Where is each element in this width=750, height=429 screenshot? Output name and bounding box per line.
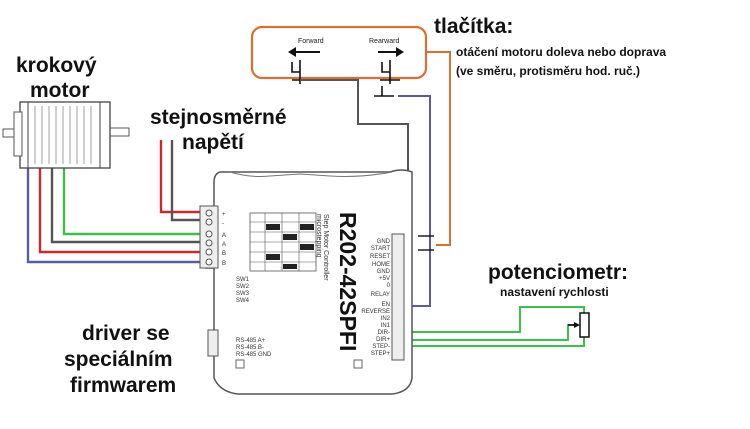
- rs485-b-label: RS-485 B-: [236, 345, 264, 351]
- pin-step-minus: STEP-: [372, 344, 390, 350]
- rs485-a-label: RS-485 A+: [236, 338, 266, 344]
- sw1-label: SW1: [236, 277, 250, 283]
- pin-in2: IN2: [381, 316, 391, 322]
- motor-wire-blue: [26, 168, 206, 264]
- pin-step-plus: STEP+: [371, 351, 391, 357]
- pin-5v: +5V: [379, 276, 390, 282]
- pin-gnd-2: GND: [377, 269, 391, 275]
- pin-minus: -: [222, 221, 224, 227]
- potentiometer-symbol: [568, 312, 590, 338]
- stepper-motor: [2, 101, 130, 169]
- pin-a1: A: [222, 233, 226, 239]
- driver-label-line3: firmwarem: [70, 374, 176, 397]
- sw3-label: SW3: [236, 291, 250, 297]
- right-pin-labels: GND START RESET HOME GND +5V 0 RELAY EN …: [361, 239, 390, 357]
- driver-label-line1: driver se: [82, 322, 170, 345]
- sw2-label: SW2: [236, 284, 250, 290]
- supply-label-line2: napětí: [182, 131, 245, 154]
- rearward-arrow-icon: [378, 47, 404, 57]
- device-microstepping-label: microstepping: [315, 214, 322, 258]
- pin-home: HOME: [372, 262, 390, 268]
- pin-b1: B: [222, 251, 226, 257]
- pin-relay: RELAY: [371, 292, 390, 298]
- motor-label-line2: motor: [30, 79, 90, 102]
- buttons-desc-line1: otáčení motoru doleva nebo doprava: [456, 45, 666, 59]
- device-model-name: R202-42SPFI: [335, 212, 361, 351]
- rs485-labels: RS-485 A+ RS-485 B- RS-485 GND: [236, 338, 272, 358]
- pot-wire-top: [406, 306, 585, 333]
- motor-label-line1: krokový: [16, 54, 97, 77]
- pin-zero: 0: [387, 283, 391, 289]
- sw4-label: SW4: [236, 298, 250, 304]
- buttons-title: tlačítka:: [434, 15, 513, 38]
- rearward-button-label: Rearward: [369, 38, 399, 45]
- supply-label-line1: stejnosměrné: [150, 106, 287, 129]
- switch-labels: SW1 SW2 SW3 SW4: [236, 277, 250, 304]
- reverse-wire: [398, 95, 431, 307]
- pin-gnd-1: GND: [377, 239, 391, 245]
- contact-symbol: [418, 235, 434, 251]
- forward-button-label: Forward: [298, 38, 324, 45]
- rearward-pushbutton-symbol: [374, 60, 400, 97]
- buttons-desc-line2: (ve směru, protisměru hod. ruč.): [456, 64, 640, 78]
- pin-reset: RESET: [370, 254, 390, 260]
- driver-device: [199, 169, 413, 395]
- pin-reverse: REVERSE: [361, 309, 390, 315]
- pin-b2: B: [222, 261, 226, 267]
- pin-start: START: [371, 246, 390, 252]
- supply-plus-wire: [159, 140, 206, 214]
- pot-desc: nastavení rychlosti: [500, 285, 609, 299]
- start-wire: [426, 51, 451, 246]
- button-common-wire: [300, 79, 409, 214]
- forward-arrow-icon: [288, 47, 320, 57]
- pin-plus: +: [222, 212, 226, 218]
- pin-dir-minus: DIR-: [378, 330, 390, 336]
- motor-wire-green: [62, 168, 206, 236]
- pin-a2: A: [222, 242, 226, 248]
- pot-wire-bottom: [406, 336, 585, 347]
- motor-wire-red: [38, 168, 206, 254]
- supply-minus-wire: [170, 140, 206, 222]
- motor-wire-black: [50, 168, 206, 244]
- pin-en: EN: [382, 302, 390, 308]
- driver-label-line2: speciálním: [64, 348, 173, 371]
- pin-in1: IN1: [381, 323, 391, 329]
- device-subtitle: Step Motor Controller: [322, 214, 329, 281]
- pot-title: potenciometr:: [488, 261, 628, 284]
- pin-dir-plus: DIR+: [376, 337, 390, 343]
- rs485-gnd-label: RS-485 GND: [236, 352, 272, 358]
- left-pin-labels: + - A A B B: [222, 212, 226, 267]
